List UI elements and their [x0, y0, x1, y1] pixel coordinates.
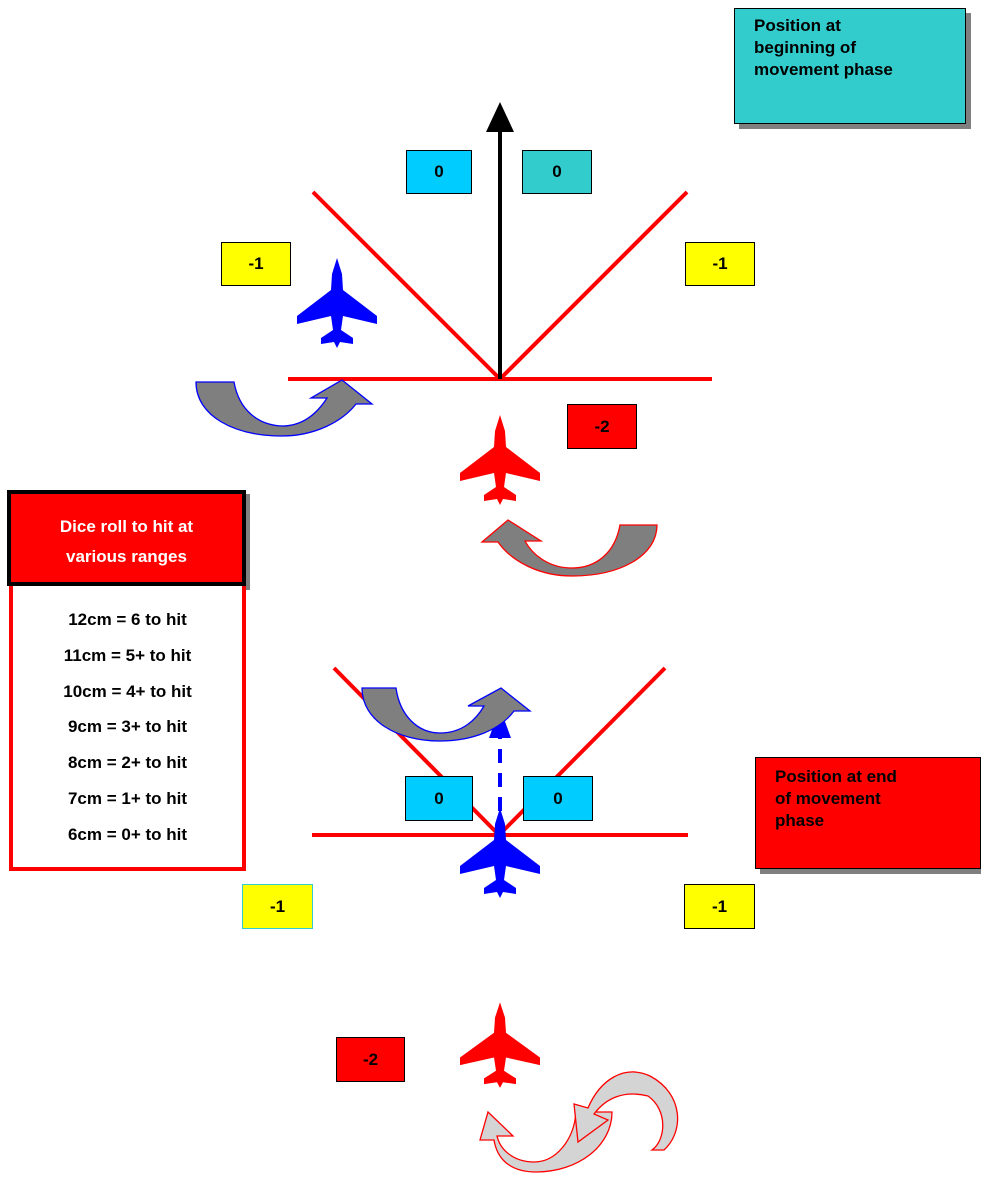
- legend-body: 12cm = 6 to hit 11cm = 5+ to hit 10cm = …: [9, 586, 246, 871]
- bottom-red-maneuver-arrow-upper: [573, 1071, 679, 1151]
- bottom-red-aircraft-icon: [460, 1002, 540, 1088]
- range-legend: Dice roll to hit at various ranges 12cm …: [7, 490, 246, 871]
- top-rear-modifier: -2: [567, 404, 637, 449]
- bottom-blue-aircraft-icon: [460, 808, 540, 898]
- top-arc-right-line: [498, 190, 689, 381]
- note-beginning-line-1: Position at: [754, 16, 841, 35]
- legend-line: 12cm = 6 to hit: [68, 610, 187, 629]
- legend-line: 8cm = 2+ to hit: [67, 753, 188, 772]
- bottom-scene: [312, 666, 688, 1173]
- note-beginning-of-movement: Position at beginning of movement phase: [734, 8, 966, 124]
- bottom-rear-modifier: -2: [336, 1037, 405, 1082]
- note-end-line-1: Position at end: [775, 767, 897, 786]
- bottom-side-left-modifier: -1: [242, 884, 313, 929]
- legend-title-line-2: various ranges: [66, 547, 187, 566]
- legend-line: 10cm = 4+ to hit: [63, 682, 192, 701]
- top-blue-aircraft-icon: [297, 258, 377, 348]
- top-red-maneuver-arrow: [480, 519, 658, 577]
- legend-line: 11cm = 5+ to hit: [63, 646, 192, 665]
- legend-line: 9cm = 3+ to hit: [67, 717, 188, 736]
- legend-title-line-1: Dice roll to hit at: [59, 517, 194, 536]
- note-end-of-movement: Position at end of movement phase: [755, 757, 981, 869]
- top-side-right-modifier: -1: [685, 242, 755, 286]
- top-front-left-modifier: 0: [406, 150, 472, 194]
- top-arc-left-line: [311, 190, 502, 381]
- top-red-aircraft-icon: [460, 415, 540, 505]
- top-side-left-modifier: -1: [221, 242, 291, 286]
- legend-title: Dice roll to hit at various ranges: [7, 490, 246, 586]
- bottom-front-right-modifier: 0: [523, 776, 593, 821]
- bottom-side-right-modifier: -1: [684, 884, 755, 929]
- top-front-right-modifier: 0: [522, 150, 592, 194]
- legend-line: 7cm = 1+ to hit: [67, 789, 188, 808]
- note-end-line-2: of movement: [775, 789, 881, 808]
- legend-line: 6cm = 0+ to hit: [67, 825, 188, 844]
- top-scene: [195, 102, 712, 577]
- top-heading-arrow-head: [486, 102, 514, 132]
- note-beginning-line-2: beginning of: [754, 38, 856, 57]
- note-beginning-line-3: movement phase: [754, 60, 893, 79]
- bottom-blue-maneuver-arrow: [361, 687, 532, 742]
- bottom-front-left-modifier: 0: [405, 776, 473, 821]
- note-end-line-3: phase: [775, 811, 825, 830]
- top-blue-maneuver-arrow: [195, 379, 374, 437]
